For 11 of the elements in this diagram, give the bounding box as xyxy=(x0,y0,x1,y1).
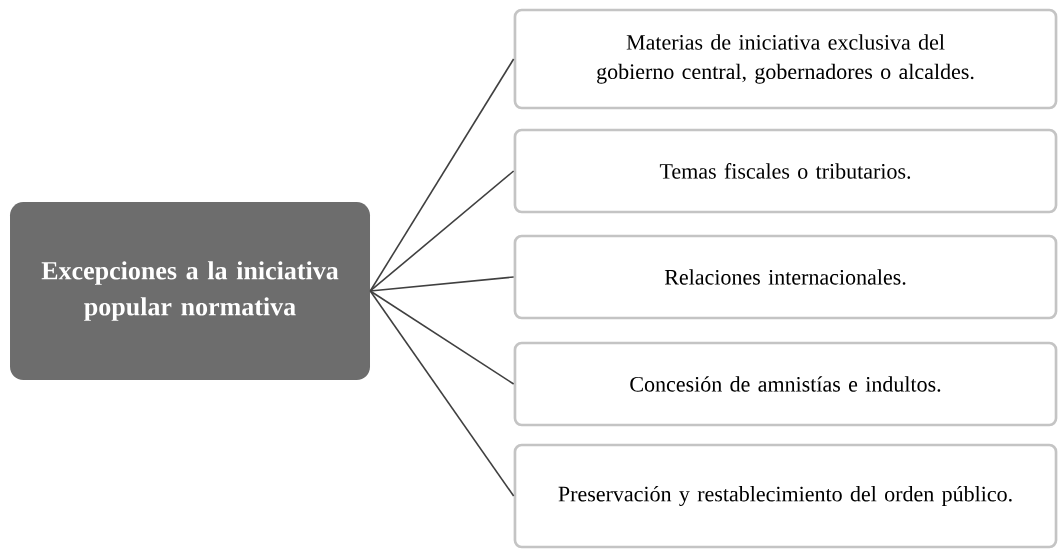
topic-box: Excepciones a la iniciativa popular normativa xyxy=(10,202,370,380)
item-box: Relaciones internacionales. xyxy=(513,234,1058,320)
connector-line xyxy=(369,58,515,292)
item-box: Materias de iniciativa exclusiva del gobierno central, gobernadores o alcaldes. xyxy=(513,8,1058,110)
connector-line xyxy=(369,290,515,497)
item-box: Temas fiscales o tributarios. xyxy=(513,128,1058,214)
connector-line xyxy=(369,290,515,385)
item-box: Concesión de amnistías e indultos. xyxy=(513,341,1058,427)
connector-line xyxy=(369,170,515,292)
item-box: Preservación y restablecimiento del orden público. xyxy=(513,443,1058,549)
connector-line xyxy=(369,276,515,292)
